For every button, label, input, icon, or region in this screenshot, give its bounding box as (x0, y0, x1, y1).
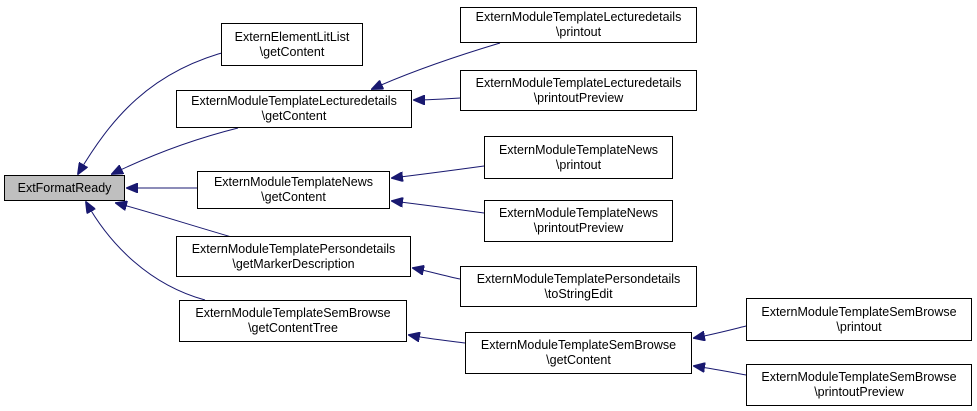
node-class-label: ExternModuleTemplatePersondetails (476, 271, 681, 286)
node-class-label: ExternModuleTemplateSemBrowse (195, 306, 391, 320)
node-sembrowse-getcontent[interactable]: ExternModuleTemplateSemBrowse\getContent (465, 332, 692, 374)
edge-n12-to-n11 (694, 325, 747, 338)
node-method-label: \printout (555, 157, 602, 172)
node-method-label: \getMarkerDescription (232, 256, 355, 271)
node-method-label: \getContentTree (248, 321, 338, 335)
edge-n2-to-n0 (112, 127, 239, 174)
node-persondetails-getmarkerdescription[interactable]: ExternModuleTemplatePersondetails\getMar… (176, 236, 411, 277)
node-extformatready[interactable]: ExtFormatReady (4, 175, 125, 201)
node-news-getcontent[interactable]: ExternModuleTemplateNews\getContent (197, 171, 390, 209)
node-sembrowse-printoutpreview[interactable]: ExternModuleTemplateSemBrowse\printoutPr… (746, 364, 972, 406)
node-sembrowse-printout[interactable]: ExternModuleTemplateSemBrowse\printout (746, 298, 972, 341)
edge-n5-to-n0 (86, 202, 206, 301)
node-class-label: ExternElementLitList (234, 29, 350, 44)
edge-n9-to-n3 (392, 201, 485, 214)
node-persondetails-tostringedit[interactable]: ExternModuleTemplatePersondetails\toStri… (460, 266, 697, 307)
node-class-label: ExternModuleTemplateNews (498, 142, 659, 157)
node-method-label: \getContent (261, 109, 327, 123)
node-method-label: \getContent (259, 44, 325, 59)
node-method-label: \printoutPreview (533, 221, 624, 235)
node-lecturedetails-getcontent[interactable]: ExternModuleTemplateLecturedetails\getCo… (176, 90, 412, 128)
node-class-label: ExternModuleTemplateLecturedetails (191, 94, 397, 108)
node-class-label: ExternModuleTemplateLecturedetails (475, 75, 682, 90)
edge-n11-to-n5 (409, 335, 466, 344)
node-method-label: \getContent (546, 353, 611, 367)
node-method-label: \printoutPreview (814, 385, 904, 399)
edge-n4-to-n0 (116, 203, 236, 239)
node-lecturedetails-printoutpreview[interactable]: ExternModuleTemplateLecturedetails\print… (460, 70, 697, 111)
edge-n8-to-n3 (392, 165, 485, 178)
node-method-label: \printout (555, 25, 602, 39)
node-class-label: ExternModuleTemplatePersondetails (191, 241, 396, 256)
node-externelementlitlist-getcontent[interactable]: ExternElementLitList\getContent (221, 23, 363, 66)
node-method-label: \getContent (261, 190, 326, 204)
edge-n10-to-n4 (413, 268, 461, 280)
node-method-label: \printoutPreview (533, 90, 624, 105)
edge-n13-to-n11 (694, 366, 747, 376)
node-method-label: \toStringEdit (544, 286, 613, 301)
node-method-label: \printout (836, 319, 882, 334)
node-class-label: ExternModuleTemplateNews (498, 206, 659, 220)
edge-n7-to-n2 (414, 98, 461, 100)
node-news-printoutpreview[interactable]: ExternModuleTemplateNews\printoutPreview (484, 200, 673, 242)
edge-n1-to-n0 (78, 49, 234, 174)
node-class-label: ExternModuleTemplateSemBrowse (480, 338, 677, 352)
node-class-label: ExternModuleTemplateLecturedetails (475, 10, 682, 24)
node-class-label: ExtFormatReady (17, 180, 112, 195)
node-class-label: ExternModuleTemplateSemBrowse (761, 304, 957, 319)
node-class-label: ExternModuleTemplateNews (213, 175, 374, 189)
edge-n6-to-n2 (372, 42, 501, 89)
node-class-label: ExternModuleTemplateSemBrowse (761, 370, 957, 384)
node-sembrowse-getcontenttree[interactable]: ExternModuleTemplateSemBrowse\getContent… (179, 300, 407, 342)
node-lecturedetails-printout[interactable]: ExternModuleTemplateLecturedetails\print… (460, 7, 697, 43)
node-news-printout[interactable]: ExternModuleTemplateNews\printout (484, 136, 673, 179)
